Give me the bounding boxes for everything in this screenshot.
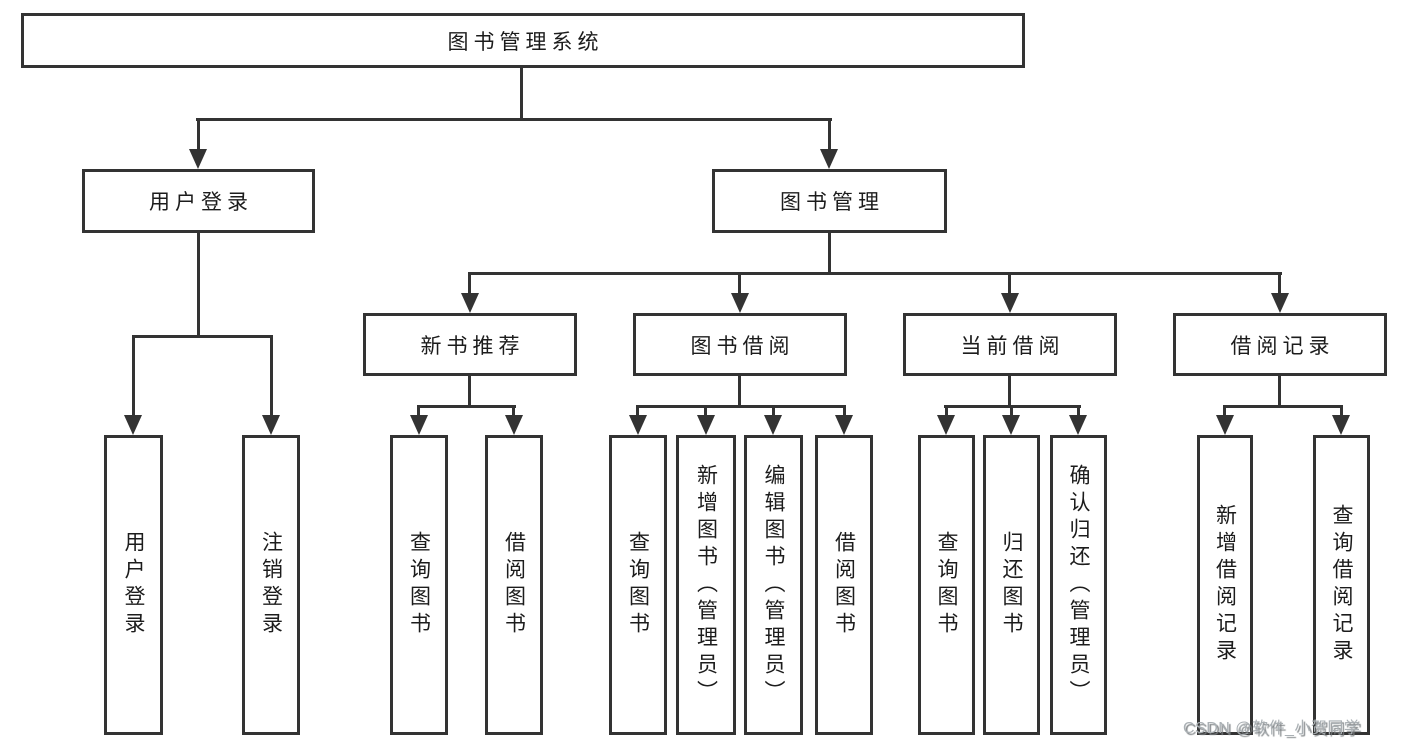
arrow-down-borrow-book <box>835 415 853 435</box>
connector-records-rail <box>1223 405 1343 408</box>
node-current-borrow-label: 当前借阅 <box>960 334 1065 358</box>
connector-stem-new-book <box>468 272 471 295</box>
arrow-down-edit-book <box>764 415 782 435</box>
node-root: 图书管理系统 <box>21 13 1025 68</box>
arrow-down-current-borrow <box>1001 293 1019 313</box>
arrow-down-user-login <box>189 149 207 169</box>
connector-stem-borrow-recommend <box>512 405 515 417</box>
connector-stem-edit-book <box>772 405 775 417</box>
connector-records-trunk <box>1278 374 1281 407</box>
connector-stem-user-login <box>197 118 200 151</box>
arrow-down-add-book <box>697 415 715 435</box>
connector-management-trunk <box>828 231 831 274</box>
connector-management-rail <box>468 272 1282 275</box>
leaf-return-book: 归还图书 <box>983 435 1040 735</box>
leaf-edit-book-admin-label: 编辑图书（管理员） <box>762 463 785 707</box>
leaf-add-book-admin: 新增图书（管理员） <box>676 435 736 735</box>
connector-stem-query-borrow <box>636 405 639 417</box>
leaf-query-books-current-label: 查询图书 <box>935 531 958 639</box>
leaf-add-borrow-record-label: 新增借阅记录 <box>1213 504 1237 666</box>
node-user-login-label: 用户登录 <box>149 191 253 214</box>
connector-root-trunk <box>520 66 523 120</box>
leaf-borrow-books: 借阅图书 <box>815 435 873 735</box>
connector-stem-return-book <box>1010 405 1013 417</box>
connector-current-trunk <box>1008 374 1011 407</box>
csdn-watermark: CSDN @软件_小贺同学 <box>1183 720 1361 737</box>
node-new-book-recommend: 新书推荐 <box>363 313 577 376</box>
leaf-query-borrow-record: 查询借阅记录 <box>1313 435 1370 735</box>
connector-stem-book-borrow <box>738 272 741 295</box>
arrow-down-borrow-recommend <box>505 415 523 435</box>
leaf-add-book-admin-label: 新增图书（管理员） <box>694 463 718 707</box>
connector-stem-query-record <box>1340 405 1343 417</box>
connector-stem-book-management <box>828 118 831 151</box>
arrow-down-borrow-records <box>1271 293 1289 313</box>
node-borrow-records-label: 借阅记录 <box>1230 334 1335 358</box>
connector-stem-confirm-return <box>1077 405 1080 417</box>
leaf-logout-label: 注销登录 <box>259 531 283 639</box>
arrow-down-leaf-logout <box>262 415 280 435</box>
leaf-query-books-recommend: 查询图书 <box>390 435 448 735</box>
node-book-borrow-label: 图书借阅 <box>690 334 795 358</box>
leaf-add-borrow-record: 新增借阅记录 <box>1197 435 1253 735</box>
leaf-query-books-borrow: 查询图书 <box>609 435 667 735</box>
connector-stem-current-borrow <box>1008 272 1011 295</box>
leaf-query-books-current: 查询图书 <box>918 435 975 735</box>
leaf-confirm-return-admin-label: 确认归还（管理员） <box>1067 463 1090 707</box>
connector-login-rail <box>132 335 273 338</box>
leaf-query-books-recommend-label: 查询图书 <box>407 531 431 639</box>
arrow-down-new-book <box>461 293 479 313</box>
connector-root-rail <box>196 118 832 121</box>
leaf-return-book-label: 归还图书 <box>1000 531 1023 639</box>
arrow-down-query-record <box>1332 415 1350 435</box>
node-new-book-recommend-label: 新书推荐 <box>420 334 525 358</box>
connector-stem-borrow-book <box>843 405 846 417</box>
leaf-user-login-label: 用户登录 <box>122 531 145 639</box>
node-user-login: 用户登录 <box>82 169 315 233</box>
arrow-down-query-current <box>937 415 955 435</box>
leaf-borrow-books-recommend-label: 借阅图书 <box>502 531 526 639</box>
node-current-borrow: 当前借阅 <box>903 313 1117 376</box>
connector-stem-add-record <box>1223 405 1226 417</box>
connector-stem-borrow-records <box>1278 272 1281 295</box>
node-root-label: 图书管理系统 <box>447 30 604 54</box>
node-book-management: 图书管理 <box>712 169 947 233</box>
arrow-down-query-borrow <box>629 415 647 435</box>
node-book-management-label: 图书管理 <box>780 191 884 214</box>
connector-stem-query-current <box>945 405 948 417</box>
connector-stem-query-recommend <box>417 405 420 417</box>
arrow-down-query-recommend <box>410 415 428 435</box>
arrow-down-add-record <box>1216 415 1234 435</box>
connector-borrow-trunk <box>738 374 741 407</box>
connector-borrow-rail <box>636 405 846 408</box>
node-book-borrow: 图书借阅 <box>633 313 847 376</box>
connector-stem-leaf-logout <box>270 335 273 417</box>
arrow-down-return-book <box>1002 415 1020 435</box>
connector-recommend-rail <box>417 405 516 408</box>
node-borrow-records: 借阅记录 <box>1173 313 1387 376</box>
connector-stem-leaf-user-login <box>132 335 135 417</box>
leaf-borrow-books-label: 借阅图书 <box>832 531 856 639</box>
leaf-query-borrow-record-label: 查询借阅记录 <box>1330 504 1353 666</box>
connector-recommend-trunk <box>468 374 471 407</box>
connector-login-trunk <box>197 231 200 337</box>
arrow-down-confirm-return <box>1069 415 1087 435</box>
arrow-down-book-management <box>820 149 838 169</box>
leaf-edit-book-admin: 编辑图书（管理员） <box>744 435 803 735</box>
leaf-logout: 注销登录 <box>242 435 300 735</box>
connector-stem-add-book <box>704 405 707 417</box>
arrow-down-leaf-user-login <box>124 415 142 435</box>
arrow-down-book-borrow <box>731 293 749 313</box>
leaf-query-books-borrow-label: 查询图书 <box>626 531 650 639</box>
leaf-borrow-books-recommend: 借阅图书 <box>485 435 543 735</box>
leaf-user-login: 用户登录 <box>104 435 163 735</box>
leaf-confirm-return-admin: 确认归还（管理员） <box>1050 435 1107 735</box>
